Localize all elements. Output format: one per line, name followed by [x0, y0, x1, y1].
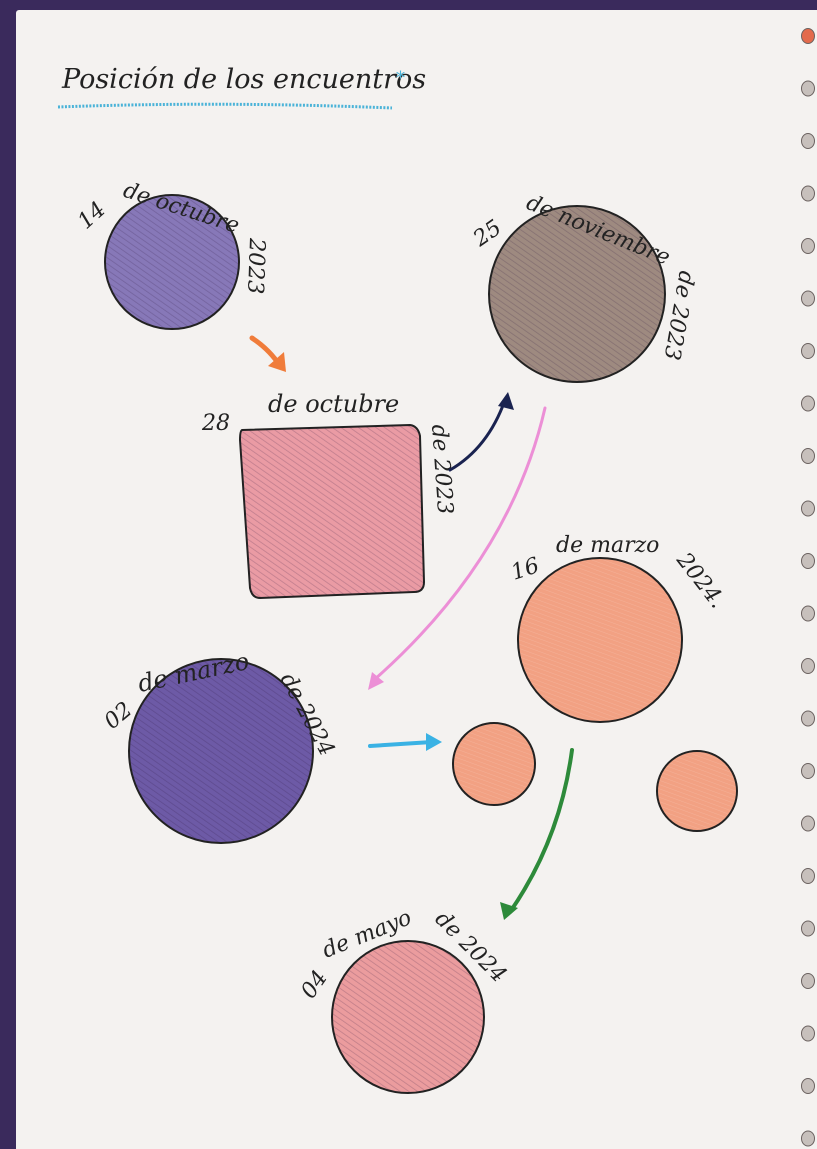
binding-hole [802, 816, 815, 831]
binding-hole [802, 449, 815, 464]
binding-hole [802, 711, 815, 726]
binding-hole [802, 1079, 815, 1094]
encounter-16-march-year: 2024. [671, 548, 730, 614]
encounter-14-october-day: 14 [73, 197, 111, 234]
encounter-02-march: 02 de marzo de 2024 [100, 647, 339, 843]
encounter-28-october-month: de octubre [268, 390, 399, 418]
arrow-square-to-november [450, 392, 514, 470]
spiral-binding [802, 29, 815, 1147]
binding-hole [802, 186, 815, 201]
encounter-25-november: 25 de noviembre de 2023 [468, 190, 698, 382]
binding-hole [802, 764, 815, 779]
binding-hole [802, 554, 815, 569]
binding-hole [802, 974, 815, 989]
binding-hole [802, 1131, 815, 1146]
encounter-28-october: 28 de octubre de 2023 [201, 390, 457, 598]
encounter-16-march-day: 16 [508, 553, 542, 585]
binding-hole [802, 869, 815, 884]
binding-hole [802, 81, 815, 96]
arrow-march02-to-march16 [370, 733, 442, 751]
encounter-16-march-month: de marzo [556, 533, 659, 558]
binding-hole [802, 501, 815, 516]
encounter-04-may: 04 de mayo de 2024 [296, 905, 511, 1093]
binding-hole [802, 291, 815, 306]
encounter-28-october-day: 28 [201, 411, 230, 436]
encounter-14-october-year: 2023 [242, 237, 269, 295]
binding-hole [802, 606, 815, 621]
title-underline [58, 104, 392, 108]
encounter-14-october: 14 de octubre 2023 [73, 178, 269, 329]
encounter-25-november-day: 25 [468, 215, 506, 252]
binding-hole [802, 1026, 815, 1041]
binding-hole [802, 29, 815, 44]
encounter-16-march: 16 de marzo 2024. [508, 533, 730, 722]
arrow-octubre-to-square [252, 338, 286, 372]
encounter-04-may-day: 04 [296, 966, 333, 1003]
page-title: Posición de los encuentros [61, 64, 426, 95]
binding-hole [802, 396, 815, 411]
title-mark-icon: * [396, 68, 405, 89]
binding-hole [802, 344, 815, 359]
binding-hole [802, 134, 815, 149]
binding-hole [802, 239, 815, 254]
binding-hole [802, 921, 815, 936]
binding-hole [802, 659, 815, 674]
